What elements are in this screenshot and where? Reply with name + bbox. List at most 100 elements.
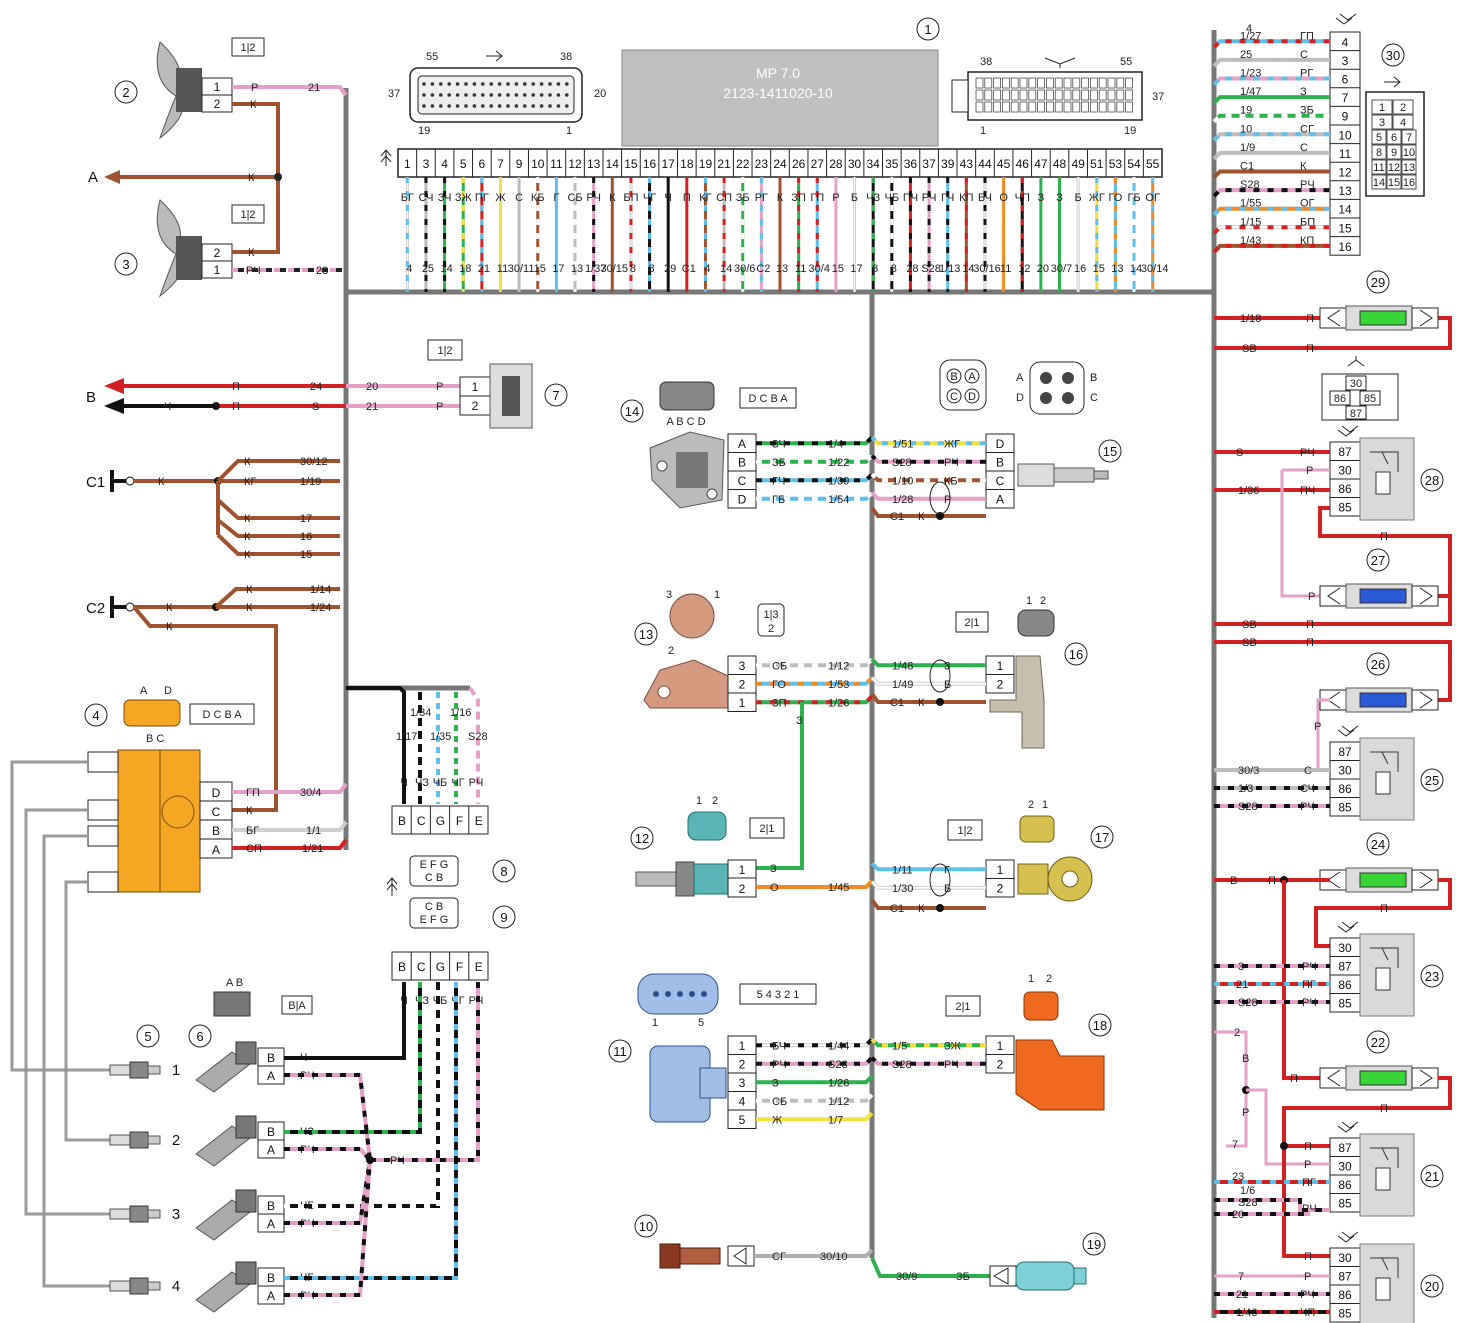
c1-wire-4: 15 <box>300 549 312 561</box>
svg-text:2: 2 <box>712 795 718 807</box>
svg-text:A: A <box>1016 372 1024 384</box>
ecu-pin-24: 24 <box>773 157 787 171</box>
r21-w5: 20 <box>1232 1209 1244 1221</box>
label-10: 10 <box>639 1219 653 1234</box>
c30-pin-3: 3 <box>1342 54 1349 68</box>
ecu-pin-color-55: ОГ <box>1145 192 1160 204</box>
col-2: З <box>772 1077 779 1089</box>
c30-cell-5: 5 <box>1376 132 1382 144</box>
c1-wire-1: 1/19 <box>300 476 321 488</box>
ecu-pin-55: 55 <box>1146 157 1160 171</box>
c30-cell-6: 6 <box>1391 132 1397 144</box>
r23-c2: РЧ <box>1302 997 1317 1009</box>
c30-cell-15: 15 <box>1388 177 1400 189</box>
s19-col: ЗБ <box>956 1271 970 1283</box>
sensor-10: 10 <box>634 1214 874 1269</box>
r20-c2: ЧП <box>1300 1307 1315 1319</box>
pin-C: C <box>996 474 1005 488</box>
ecu-pin-36: 36 <box>904 157 918 171</box>
svg-text:1: 1 <box>652 1017 658 1029</box>
s16-c1: С1 <box>890 697 904 709</box>
ecu-pin-color-13: РЧ <box>586 192 601 204</box>
svg-text:1|2: 1|2 <box>240 42 255 54</box>
ecu-pin-wire-34: 8 <box>872 263 878 275</box>
c30-col-3: З <box>1300 86 1307 98</box>
svg-text:К: К <box>246 584 253 596</box>
ecu-pin-color-4: ЗЧ <box>438 192 452 204</box>
ecu-pin-wire-37: S28 <box>921 263 941 275</box>
c30-col-11: КП <box>1300 235 1314 247</box>
ground-c2 <box>110 587 340 812</box>
svg-text:1: 1 <box>1028 973 1034 985</box>
ecu-pin-30: 30 <box>848 157 862 171</box>
svg-text:A B: A B <box>226 977 243 989</box>
r28-w2: 1/36 <box>1238 485 1259 497</box>
pin-1: 1 <box>739 696 746 710</box>
svg-text:C: C <box>950 391 958 403</box>
c30-pin-4: 4 <box>1342 35 1349 49</box>
col-1: Б <box>944 679 951 691</box>
wire-3: 1/54 <box>828 494 849 506</box>
b-21: 21 <box>366 401 378 413</box>
r21-w4: S28 <box>1238 1197 1258 1209</box>
rg-86: 86 <box>1334 393 1346 405</box>
pin-3: 3 <box>739 659 746 673</box>
ecu-pin-47: 47 <box>1034 157 1048 171</box>
col-2: КБ <box>944 475 958 487</box>
f22-p2: П <box>1380 1103 1388 1115</box>
svg-text:D: D <box>1016 392 1024 404</box>
svg-text:К: К <box>166 621 173 633</box>
b9-col-0: Ч <box>400 777 407 789</box>
coil-sp: СП <box>246 843 262 855</box>
ecu-pin-color-10: КБ <box>531 192 545 204</box>
wire-0: 1/4 <box>828 438 843 450</box>
r25-r: Р <box>1314 721 1321 733</box>
label-1: 1 <box>924 22 931 37</box>
pin-B: B <box>738 456 746 470</box>
c1-wire-3: 16 <box>300 531 312 543</box>
r20-w2: 1/46 <box>1236 1307 1257 1319</box>
coil-121: 1/21 <box>302 843 323 855</box>
label-c2: C2 <box>86 600 105 617</box>
svg-text:D C B A: D C B A <box>202 709 242 721</box>
c30-col-6: С <box>1300 142 1308 154</box>
ecu-pin-wire-3: 25 <box>422 263 434 275</box>
svg-text:C: C <box>212 805 221 819</box>
label-8: 8 <box>500 864 507 879</box>
col-0: ЗЧ <box>772 438 786 450</box>
ecu-pin-17: 17 <box>662 157 676 171</box>
r20-c0: Р <box>1304 1271 1311 1283</box>
ecu-pin-16: 16 <box>643 157 657 171</box>
ecu-pin-wire-18: С1 <box>682 263 696 275</box>
r24-p: П <box>1268 875 1276 887</box>
svg-text:2|1: 2|1 <box>759 823 774 835</box>
svg-text:D: D <box>212 786 221 800</box>
ecu-part: 2123-1411020-10 <box>723 85 833 101</box>
ecu-pin-wire-12: 13 <box>571 263 583 275</box>
svg-text:B: B <box>1090 372 1097 384</box>
svg-text:2: 2 <box>1046 973 1052 985</box>
ecu-pin-45: 45 <box>997 157 1011 171</box>
col-4: Ж <box>772 1114 782 1126</box>
cylinder-1: 1 <box>172 1062 180 1079</box>
wire-0: 1/48 <box>892 660 913 672</box>
fan-3: 2 1 1|2 3 <box>114 199 265 298</box>
conn-l-20: 20 <box>594 88 606 100</box>
b9b-col-3: ЧГ <box>451 995 464 1007</box>
c30-cell-7: 7 <box>1406 132 1412 144</box>
c1-k: К <box>158 476 165 488</box>
inj-pin-a: A <box>267 1069 275 1083</box>
conn-r-37: 37 <box>1152 91 1164 103</box>
relay-pin-87: 87 <box>1338 1270 1352 1284</box>
fan-wire-21: 21 <box>308 82 320 94</box>
c30-pin-7: 7 <box>1342 91 1349 105</box>
ecu-pin-color-37: РЧ <box>922 192 937 204</box>
conn-l-55: 55 <box>426 51 438 63</box>
col-1: РЧ <box>772 1059 787 1071</box>
inj-pin-a: A <box>267 1289 275 1303</box>
ecu-pin-color-16: ЧГ <box>643 192 656 204</box>
relay-pin-87: 87 <box>1338 445 1352 459</box>
ecu-pin-color-1: БГ <box>401 192 414 204</box>
